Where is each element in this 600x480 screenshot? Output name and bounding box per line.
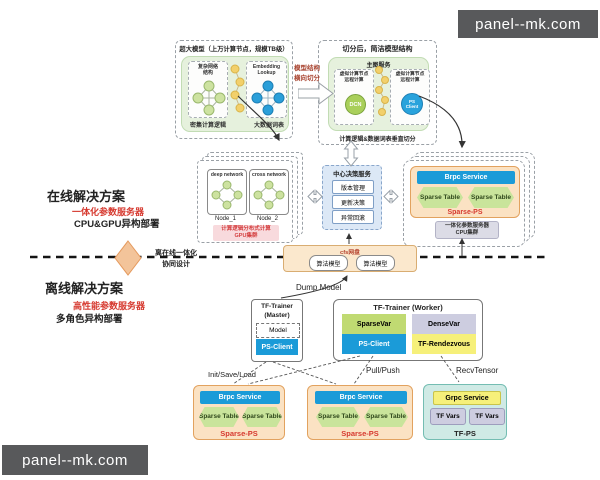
virtual-node-right: 虚拟计算节点 远程计算 PS Client [390, 69, 430, 125]
dump-model-label: Dump Model [296, 283, 342, 292]
model-chain-icon [230, 64, 245, 113]
bridge-note: 离在线一体化 协同设计 [155, 250, 197, 268]
online-sub2: CPU&GPU异构部署 [74, 219, 160, 230]
tf-master-box: TF-Trainer (Master) Model PS-Client [251, 299, 303, 362]
decision-item-update: 更新决策 [332, 195, 374, 209]
virtual-node-label: 虚拟计算节点 [339, 72, 369, 77]
sparse-ps-name: Sparse-PS [341, 429, 379, 438]
cross-network-node: cross network [249, 169, 289, 215]
offline-solution-title: 离线解决方案 [45, 281, 124, 296]
tf-ps-box: Grpc Service TF Vars TF Vars TF-PS [423, 384, 507, 440]
brpc-service-bar: Brpc Service [200, 391, 280, 404]
embedding-network-icon [251, 80, 285, 116]
sparse-table-hex: Sparse Table [316, 407, 360, 427]
embedding-label: Embedding [252, 64, 281, 70]
sparse-table-hex: Sparse Table [242, 407, 282, 427]
online-ps-box: Brpc Service Sparse Table Sparse Table S… [403, 160, 525, 247]
sparse-table-hex: Sparse Table [199, 407, 239, 427]
brpc-service-bar: Brpc Service [417, 171, 515, 184]
init-save-load-label: Init/Save/Load [208, 370, 256, 379]
deep-network-title: deep network [210, 172, 244, 178]
virtual-node-left: 虚拟计算节点 远程计算 DCN [334, 69, 374, 125]
huge-model-box: 超大模型（上万计算节点，规模TB级） 复杂网络 结构 [175, 40, 293, 139]
gpu-cluster-box: deep network cross network Node_1 Node_2… [197, 160, 293, 243]
sparse-table-hex: Sparse Table [468, 187, 514, 208]
worker-ps-client: PS-Client [342, 334, 406, 354]
recv-tensor-label: RecvTensor [456, 366, 499, 375]
pull-push-label: Pull/Push [366, 366, 400, 375]
offline-sub2: 多角色异构部署 [56, 314, 123, 325]
split-note: 模型结构 横向切分 [294, 65, 320, 82]
sparse-var-box: SparseVar [342, 314, 406, 334]
tf-rendezvous-box: TF-Rendezvous [412, 334, 476, 354]
dense-var-box: DenseVar [412, 314, 476, 334]
tf-worker-box: TF-Trainer (Worker) SparseVar PS-Client … [333, 299, 483, 361]
online-sub1: 一体化参数服务器 [72, 207, 145, 217]
sparse-ps-name: Sparse-PS [220, 429, 258, 438]
node1-label: Node_1 [215, 216, 237, 222]
tf-ps-name: TF-PS [454, 429, 476, 438]
huge-model-inner: 复杂网络 结构 [181, 56, 289, 132]
tf-vars-box: TF Vars [430, 408, 466, 425]
sparse-ps-node-a: Brpc Service Sparse Table Sparse Table S… [193, 385, 285, 440]
vertical-split-caption: 计算逻辑&数据词表垂直切分 [339, 137, 416, 143]
tf-worker-title: TF-Trainer (Worker) [373, 303, 443, 312]
master-model-box: Model [256, 323, 300, 338]
offline-sub1: 高性能参数服务器 [73, 301, 146, 311]
big-vocab-caption: 大数据词表 [253, 122, 284, 129]
cfs-title: cfs网盘 [340, 250, 360, 256]
online-solution-title: 在线解决方案 [47, 189, 126, 204]
online-sparse-ps: Brpc Service Sparse Table Sparse Table S… [410, 166, 520, 218]
watermark-bottom-left: panel--mk.com [2, 445, 148, 475]
cross-network-icon [253, 180, 285, 210]
complex-network-label: 复杂网络 [197, 64, 218, 70]
virtual-node-label-2: 虚拟计算节点 [395, 72, 425, 77]
decision-item-version: 版本管理 [332, 180, 374, 194]
complex-network-unit: 复杂网络 结构 [188, 61, 228, 118]
dcn-circle: DCN [345, 94, 366, 115]
dense-network-icon [192, 80, 226, 116]
huge-model-title: 超大模型（上万计算节点，规模TB级） [179, 46, 289, 53]
master-ps-client: PS-Client [256, 339, 298, 355]
gpu-cluster-caption: 计算逻辑分布式计算 GPU集群 [213, 225, 279, 241]
sliced-chain-icon [375, 66, 389, 116]
node2-label: Node_2 [257, 216, 279, 222]
tf-master-title: TF-Trainer [261, 303, 293, 310]
sparse-table-hex: Sparse Table [417, 187, 463, 208]
deep-network-node: deep network [207, 169, 247, 215]
sparse-ps-node-b: Brpc Service Sparse Table Sparse Table S… [307, 385, 413, 440]
decision-item-rollback: 异常回滚 [332, 210, 374, 224]
tf-vars-box: TF Vars [469, 408, 505, 425]
sparse-ps-name: Sparse-PS [447, 209, 483, 216]
grpc-service-bar: Grpc Service [433, 391, 501, 405]
algo-model-box: 算法模型 [309, 255, 348, 271]
ps-client-circle: PS Client [401, 93, 423, 115]
watermark-top-right: panel--mk.com [458, 10, 598, 38]
decision-title: 中心决策服务 [333, 171, 371, 178]
brpc-service-bar: Brpc Service [315, 391, 407, 404]
cross-network-title: cross network [252, 172, 286, 178]
cfs-sync-bar: cfs网盘 算法模型 算法模型 [283, 245, 417, 272]
split-arrow-icon [298, 82, 334, 105]
dense-logic-caption: 密集计算逻辑 [190, 122, 227, 129]
main-graph-service: 主图服务 虚拟计算节点 远程计算 DCN 虚拟计算节点 远程计算 [328, 57, 430, 131]
cpu-cluster-caption: 一体化参数服务器 CPU集群 [435, 221, 499, 239]
main-graph-title: 主图服务 [366, 63, 391, 69]
sliced-model-title: 切分后，简洁模型结构 [342, 46, 413, 53]
algo-model-box: 算法模型 [356, 255, 395, 271]
deep-network-icon [211, 180, 243, 210]
sliced-model-box: 切分后，简洁模型结构 主图服务 虚拟计算节点 远程计算 DCN 虚拟计算节点 [318, 40, 437, 145]
decision-service-box: 中心决策服务 版本管理 更新决策 异常回滚 [322, 165, 382, 230]
sparse-table-hex: Sparse Table [364, 407, 408, 427]
